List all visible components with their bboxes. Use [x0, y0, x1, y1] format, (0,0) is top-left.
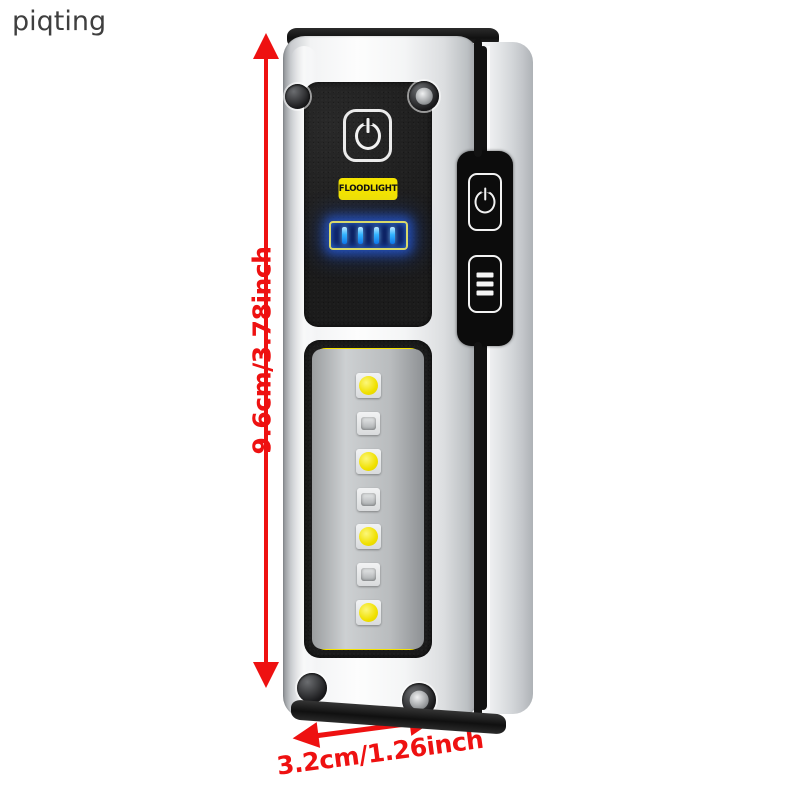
- battery-segment: [374, 227, 379, 244]
- screw-top-left-icon: [285, 84, 310, 109]
- height-arrow-up-icon: [253, 33, 279, 59]
- led-chip-cool: [356, 411, 380, 435]
- power-icon: [354, 116, 381, 150]
- battery-level-indicator: [329, 221, 408, 250]
- device-side-groove: [479, 46, 490, 710]
- watermark-text: piqting: [12, 6, 107, 37]
- led-chip-warm: [355, 372, 381, 398]
- led-chip-cool: [356, 563, 380, 587]
- height-arrow-down-icon: [253, 662, 279, 688]
- battery-segment: [390, 227, 395, 244]
- side-mode-button[interactable]: [468, 255, 502, 313]
- led-flood-panel: [304, 340, 432, 658]
- screw-bottom-left-icon: [297, 673, 327, 703]
- front-control-panel: FLOODLIGHT: [304, 82, 432, 327]
- led-chip-warm: [355, 600, 381, 626]
- height-dimension-label: 9.6cm/3.78inch: [247, 246, 277, 455]
- front-power-button[interactable]: [343, 109, 392, 162]
- floodlight-badge: FLOODLIGHT: [338, 178, 397, 200]
- height-dimension-line: [264, 55, 268, 667]
- battery-bars-icon: [476, 272, 494, 296]
- led-chip-plate: [312, 349, 424, 649]
- side-control-panel: [457, 39, 513, 718]
- led-chip-warm: [355, 448, 381, 474]
- led-chip-cool: [356, 487, 380, 511]
- battery-segment: [358, 227, 363, 244]
- screw-top-right-icon: [409, 81, 439, 111]
- battery-segment: [342, 227, 347, 244]
- work-light-product: FLOODLIGHT: [283, 28, 533, 735]
- power-icon: [474, 185, 496, 214]
- side-power-button[interactable]: [468, 173, 502, 231]
- led-chip-warm: [355, 524, 381, 550]
